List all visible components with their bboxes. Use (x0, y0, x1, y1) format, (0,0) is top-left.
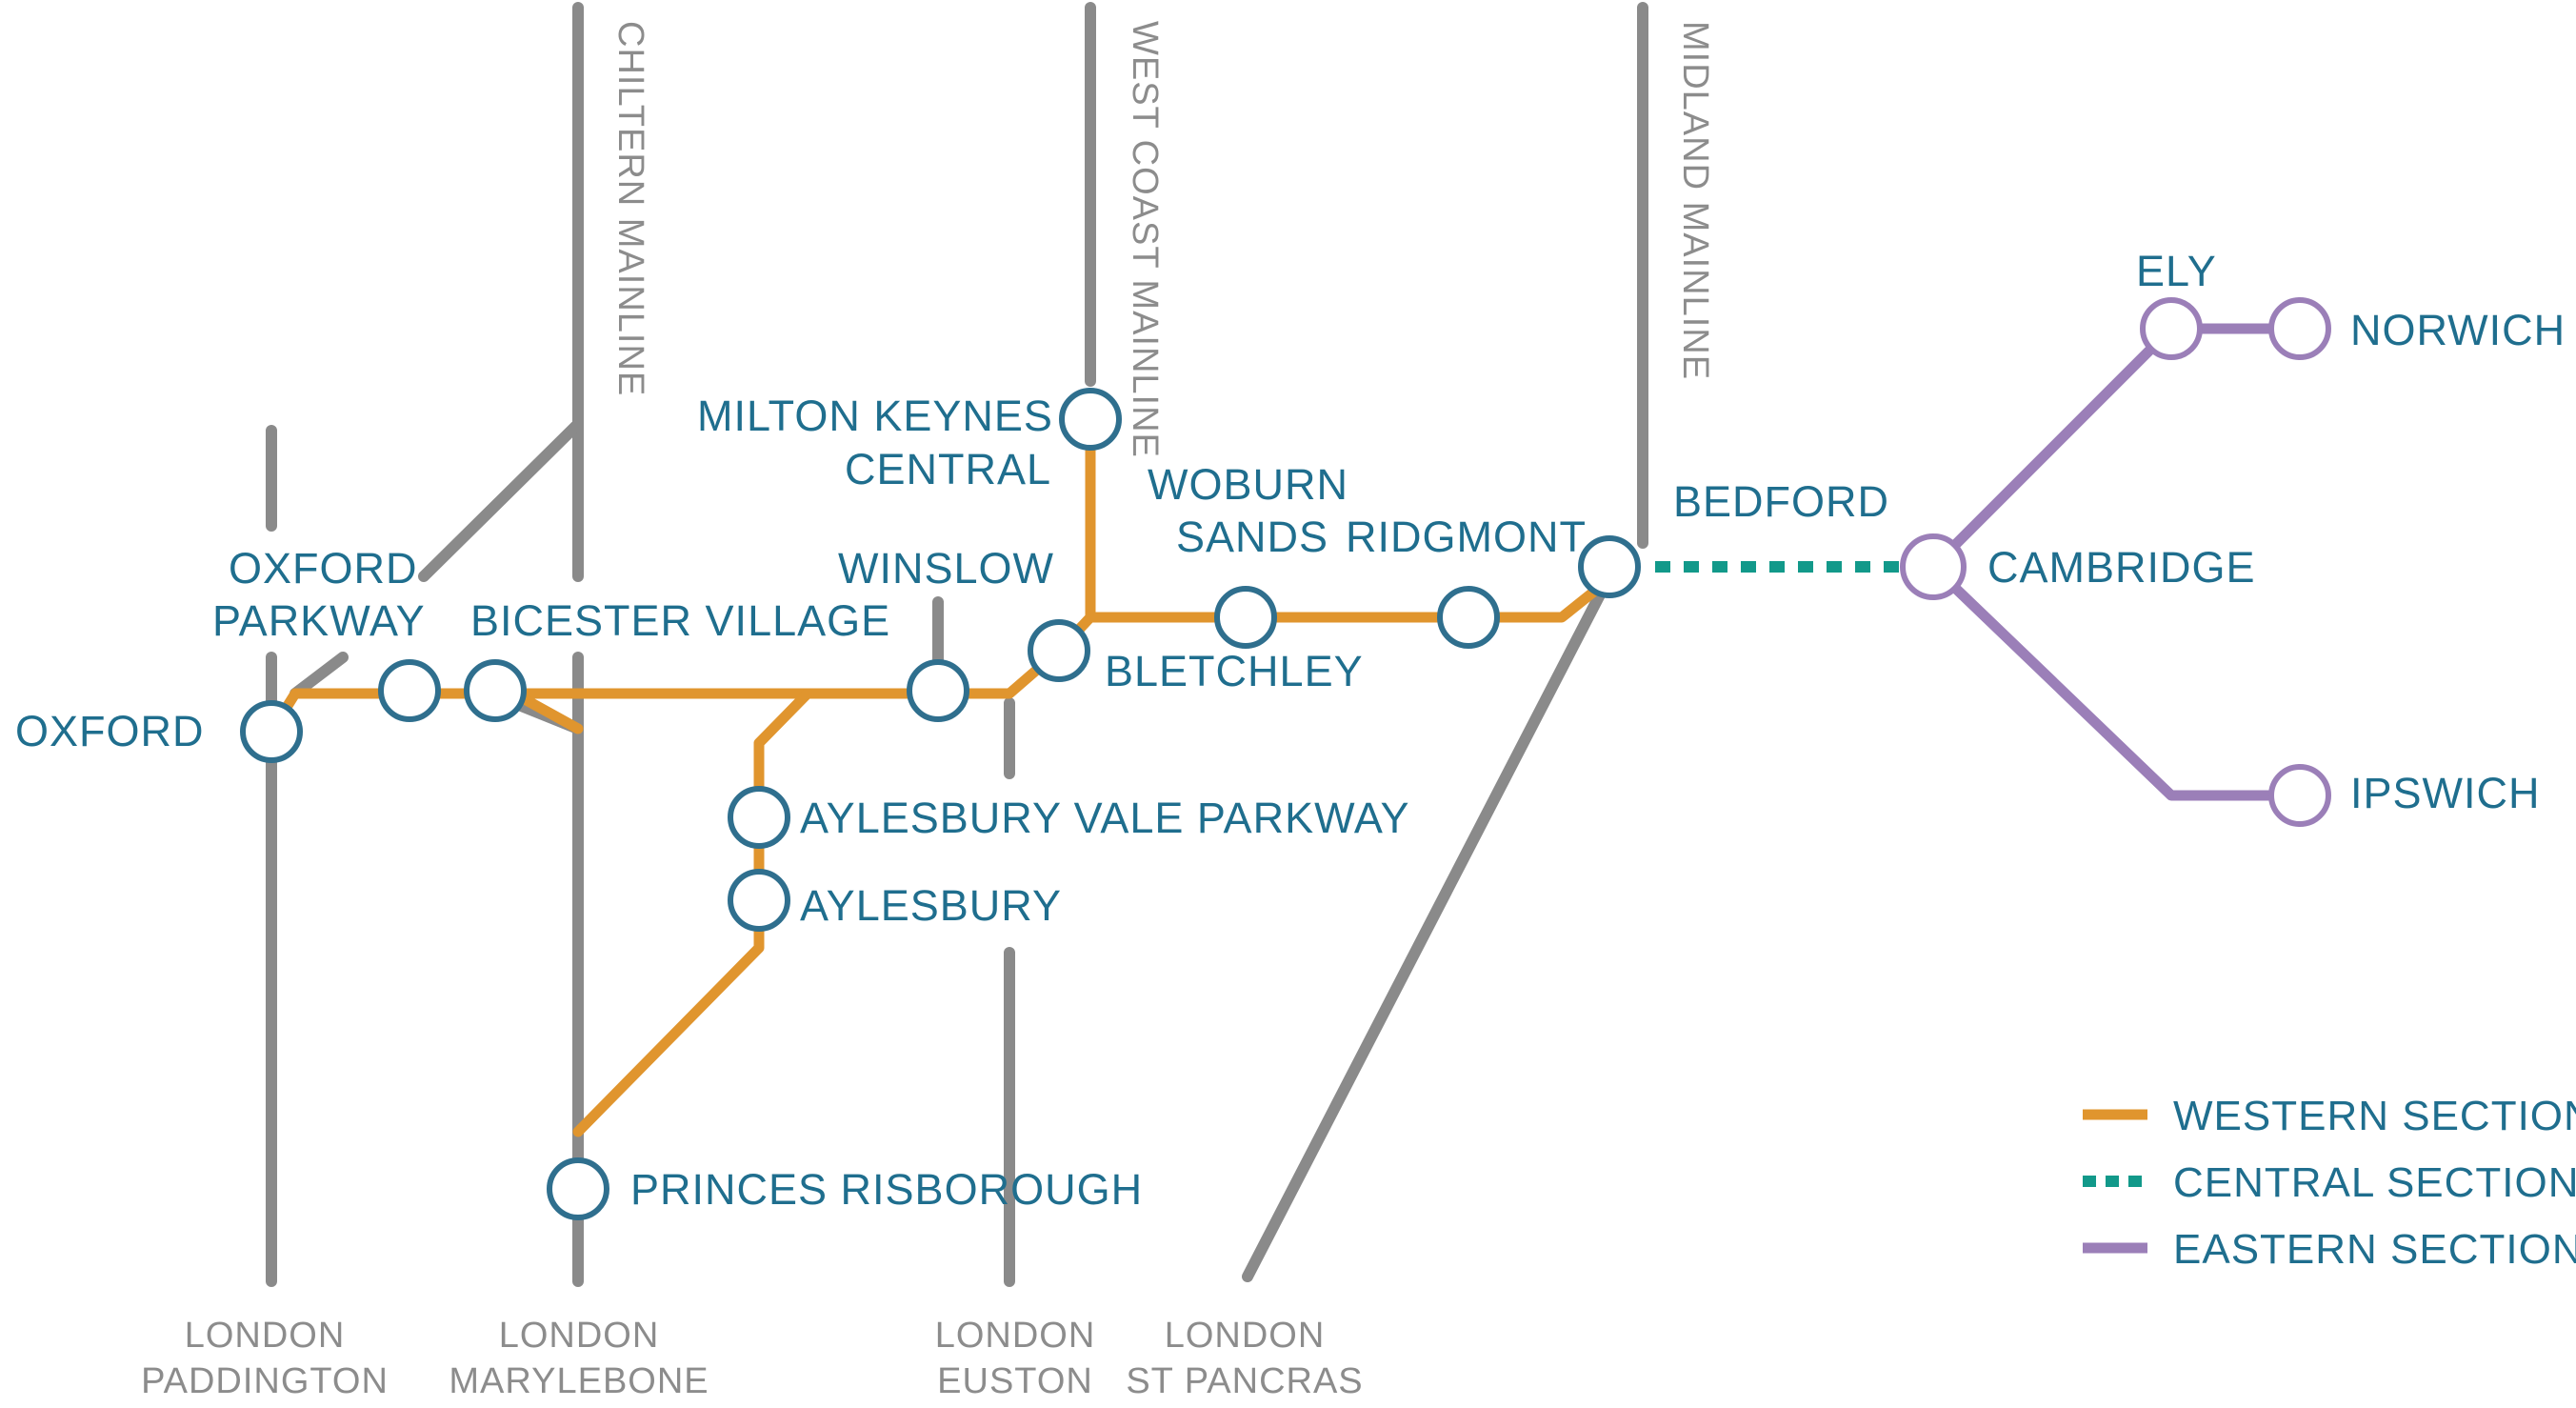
station-princes-risborough (547, 1157, 609, 1220)
station-bletchley (1028, 619, 1090, 682)
cambridge-ipswich-line (1927, 561, 2306, 801)
label-cambridge: CAMBRIDGE (1987, 543, 2256, 592)
terminus-st-pancras-line2: ST PANCRAS (1126, 1361, 1363, 1401)
station-ridgmont (1437, 586, 1500, 649)
label-milton-keynes-line2: CENTRAL (845, 445, 1051, 493)
label-oxford: OXFORD (15, 707, 205, 755)
termini-labels: LONDON PADDINGTON LONDON MARYLEBONE LOND… (141, 1316, 1363, 1401)
station-winslow (907, 659, 969, 722)
label-aylesbury: AYLESBURY (800, 881, 1062, 930)
station-bicester-village (464, 659, 527, 722)
label-princes-risborough: PRINCES RISBOROUGH (630, 1165, 1143, 1214)
label-woburn-sands-line2: SANDS (1176, 513, 1328, 561)
station-ely (2140, 297, 2203, 360)
terminus-marylebone-line2: MARYLEBONE (449, 1361, 709, 1401)
label-winslow: WINSLOW (838, 544, 1054, 593)
terminus-paddington-line1: LONDON (185, 1316, 346, 1356)
legend-central-label: CENTRAL SECTION (2173, 1159, 2576, 1206)
station-woburn-sands (1214, 586, 1277, 649)
label-milton-keynes-line1: MILTON KEYNES (697, 392, 1053, 440)
label-woburn-sands-line1: WOBURN (1148, 460, 1348, 509)
label-oxford-parkway-line2: PARKWAY (212, 596, 426, 645)
label-norwich: NORWICH (2350, 306, 2566, 354)
terminus-paddington-line2: PADDINGTON (141, 1361, 389, 1401)
cambridge-ely-line (1927, 323, 2177, 573)
west-coast-mainline-label: WEST COAST MAINLINE (1125, 21, 1165, 458)
station-norwich (2268, 297, 2331, 360)
label-bicester-village: BICESTER VILLAGE (470, 596, 890, 645)
chiltern-branch (418, 418, 584, 582)
label-ely: ELY (2136, 247, 2217, 295)
station-cambridge (1900, 533, 1967, 600)
station-oxford (240, 700, 303, 763)
midland-mainline-lower (1242, 571, 1615, 1282)
terminus-euston-line1: LONDON (935, 1316, 1096, 1356)
station-ipswich (2268, 764, 2331, 827)
label-bedford: BEDFORD (1673, 477, 1889, 526)
station-aylesbury-vale-parkway (728, 786, 790, 849)
label-oxford-parkway-line1: OXFORD (229, 544, 418, 593)
station-oxford-parkway (378, 659, 441, 722)
terminus-marylebone-line1: LONDON (499, 1316, 660, 1356)
terminus-euston-line2: EUSTON (937, 1361, 1093, 1401)
station-aylesbury (728, 869, 790, 932)
label-ipswich: IPSWICH (2350, 769, 2541, 817)
midland-mainline-label: MIDLAND MAINLINE (1675, 21, 1715, 380)
legend-eastern-label: EASTERN SECTION (2173, 1226, 2576, 1273)
label-ridgmont: RIDGMONT (1346, 513, 1587, 561)
terminus-st-pancras-line1: LONDON (1165, 1316, 1326, 1356)
oxford-parkway-link (290, 652, 349, 699)
label-bletchley: BLETCHLEY (1105, 647, 1364, 695)
legend: WESTERN SECTION CENTRAL SECTION EASTERN … (2083, 1093, 2576, 1273)
label-aylesbury-vale-parkway: AYLESBURY VALE PARKWAY (800, 794, 1410, 842)
station-bedford (1578, 535, 1641, 598)
legend-western-label: WESTERN SECTION (2173, 1093, 2576, 1139)
station-milton-keynes (1059, 388, 1122, 451)
chiltern-mainline-label: CHILTERN MAINLINE (610, 21, 650, 396)
stations (240, 297, 2331, 1220)
